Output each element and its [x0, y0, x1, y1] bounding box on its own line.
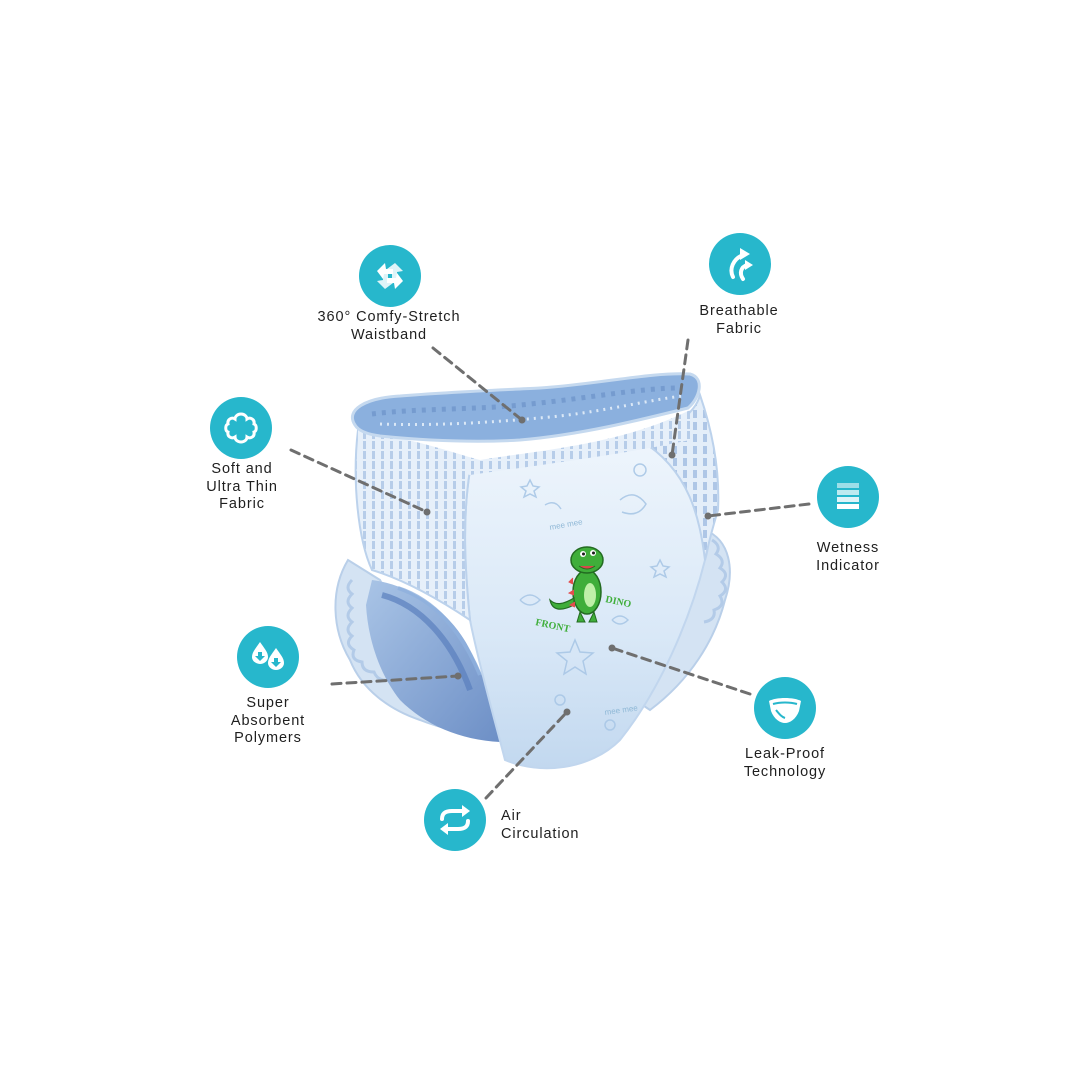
- breathable-feature-label: Breathable Fabric: [674, 303, 804, 338]
- soft-label-line1: Soft and: [211, 461, 273, 477]
- breathable-label-line2: Fabric: [716, 320, 762, 337]
- waistband-label-line1: 360° Comfy-Stretch: [317, 309, 461, 325]
- soft-feature-icon: [210, 397, 272, 459]
- leakproof-label-line2: Technology: [743, 763, 827, 780]
- breathable-label-line1: Breathable: [699, 303, 779, 319]
- leakproof-leader-line: [610, 646, 752, 696]
- absorbent-label-line3: Polymers: [234, 730, 302, 746]
- cloud-flower-icon: [224, 412, 258, 444]
- water-drops-icon: [252, 642, 284, 670]
- curved-arrows-up-icon: [729, 248, 753, 281]
- wetness-label-line1: Wetness: [816, 540, 880, 556]
- soft-feature-label: Soft and Ultra Thin Fabric: [182, 461, 302, 514]
- stacked-bars-icon: [837, 483, 859, 509]
- leakproof-feature-label: Leak-Proof Technology: [720, 746, 850, 781]
- absorbent-label-line2: Absorbent: [230, 712, 306, 729]
- dino-label: DINO: [604, 594, 632, 610]
- leakproof-label-line1: Leak-Proof: [745, 746, 825, 762]
- air-label-line2: Circulation: [501, 825, 580, 842]
- wetness-label-line2: Indicator: [816, 557, 880, 574]
- air-leader-line: [484, 710, 569, 800]
- air-feature-icon: [424, 789, 486, 851]
- exchange-arrows-icon: [440, 805, 470, 835]
- waistband-feature-label: 360° Comfy-Stretch Waistband: [296, 309, 482, 344]
- wetness-feature-label: Wetness Indicator: [788, 540, 908, 575]
- air-feature-label: Air Circulation: [501, 808, 611, 843]
- soft-label-line2: Ultra Thin: [206, 478, 278, 495]
- waistband-opening: [351, 372, 701, 443]
- inner-absorbent-core: [366, 580, 500, 742]
- rotate-arrows-icon: [377, 263, 403, 289]
- wetness-feature-icon: [817, 466, 879, 528]
- absorbent-feature-label: Super Absorbent Polymers: [208, 695, 328, 748]
- breathable-feature-icon: [709, 233, 771, 295]
- waistband-feature-icon: [359, 245, 421, 307]
- soft-leader-line: [289, 448, 429, 514]
- soft-label-line3: Fabric: [219, 496, 265, 512]
- absorbent-label-line1: Super: [246, 695, 290, 711]
- waistband-front: [358, 410, 690, 475]
- air-label-line1: Air: [501, 808, 522, 824]
- diaper-icon: [769, 698, 801, 723]
- dino-mascot: [549, 546, 604, 623]
- absorbent-leader-line: [330, 674, 460, 686]
- wetness-leader-line: [706, 502, 811, 518]
- leakproof-feature-icon: [754, 677, 816, 739]
- waistband-leader-line: [431, 346, 524, 422]
- absorbent-feature-icon: [237, 626, 299, 688]
- breathable-leader-line: [670, 338, 690, 457]
- waistband-label-line2: Waistband: [350, 326, 428, 343]
